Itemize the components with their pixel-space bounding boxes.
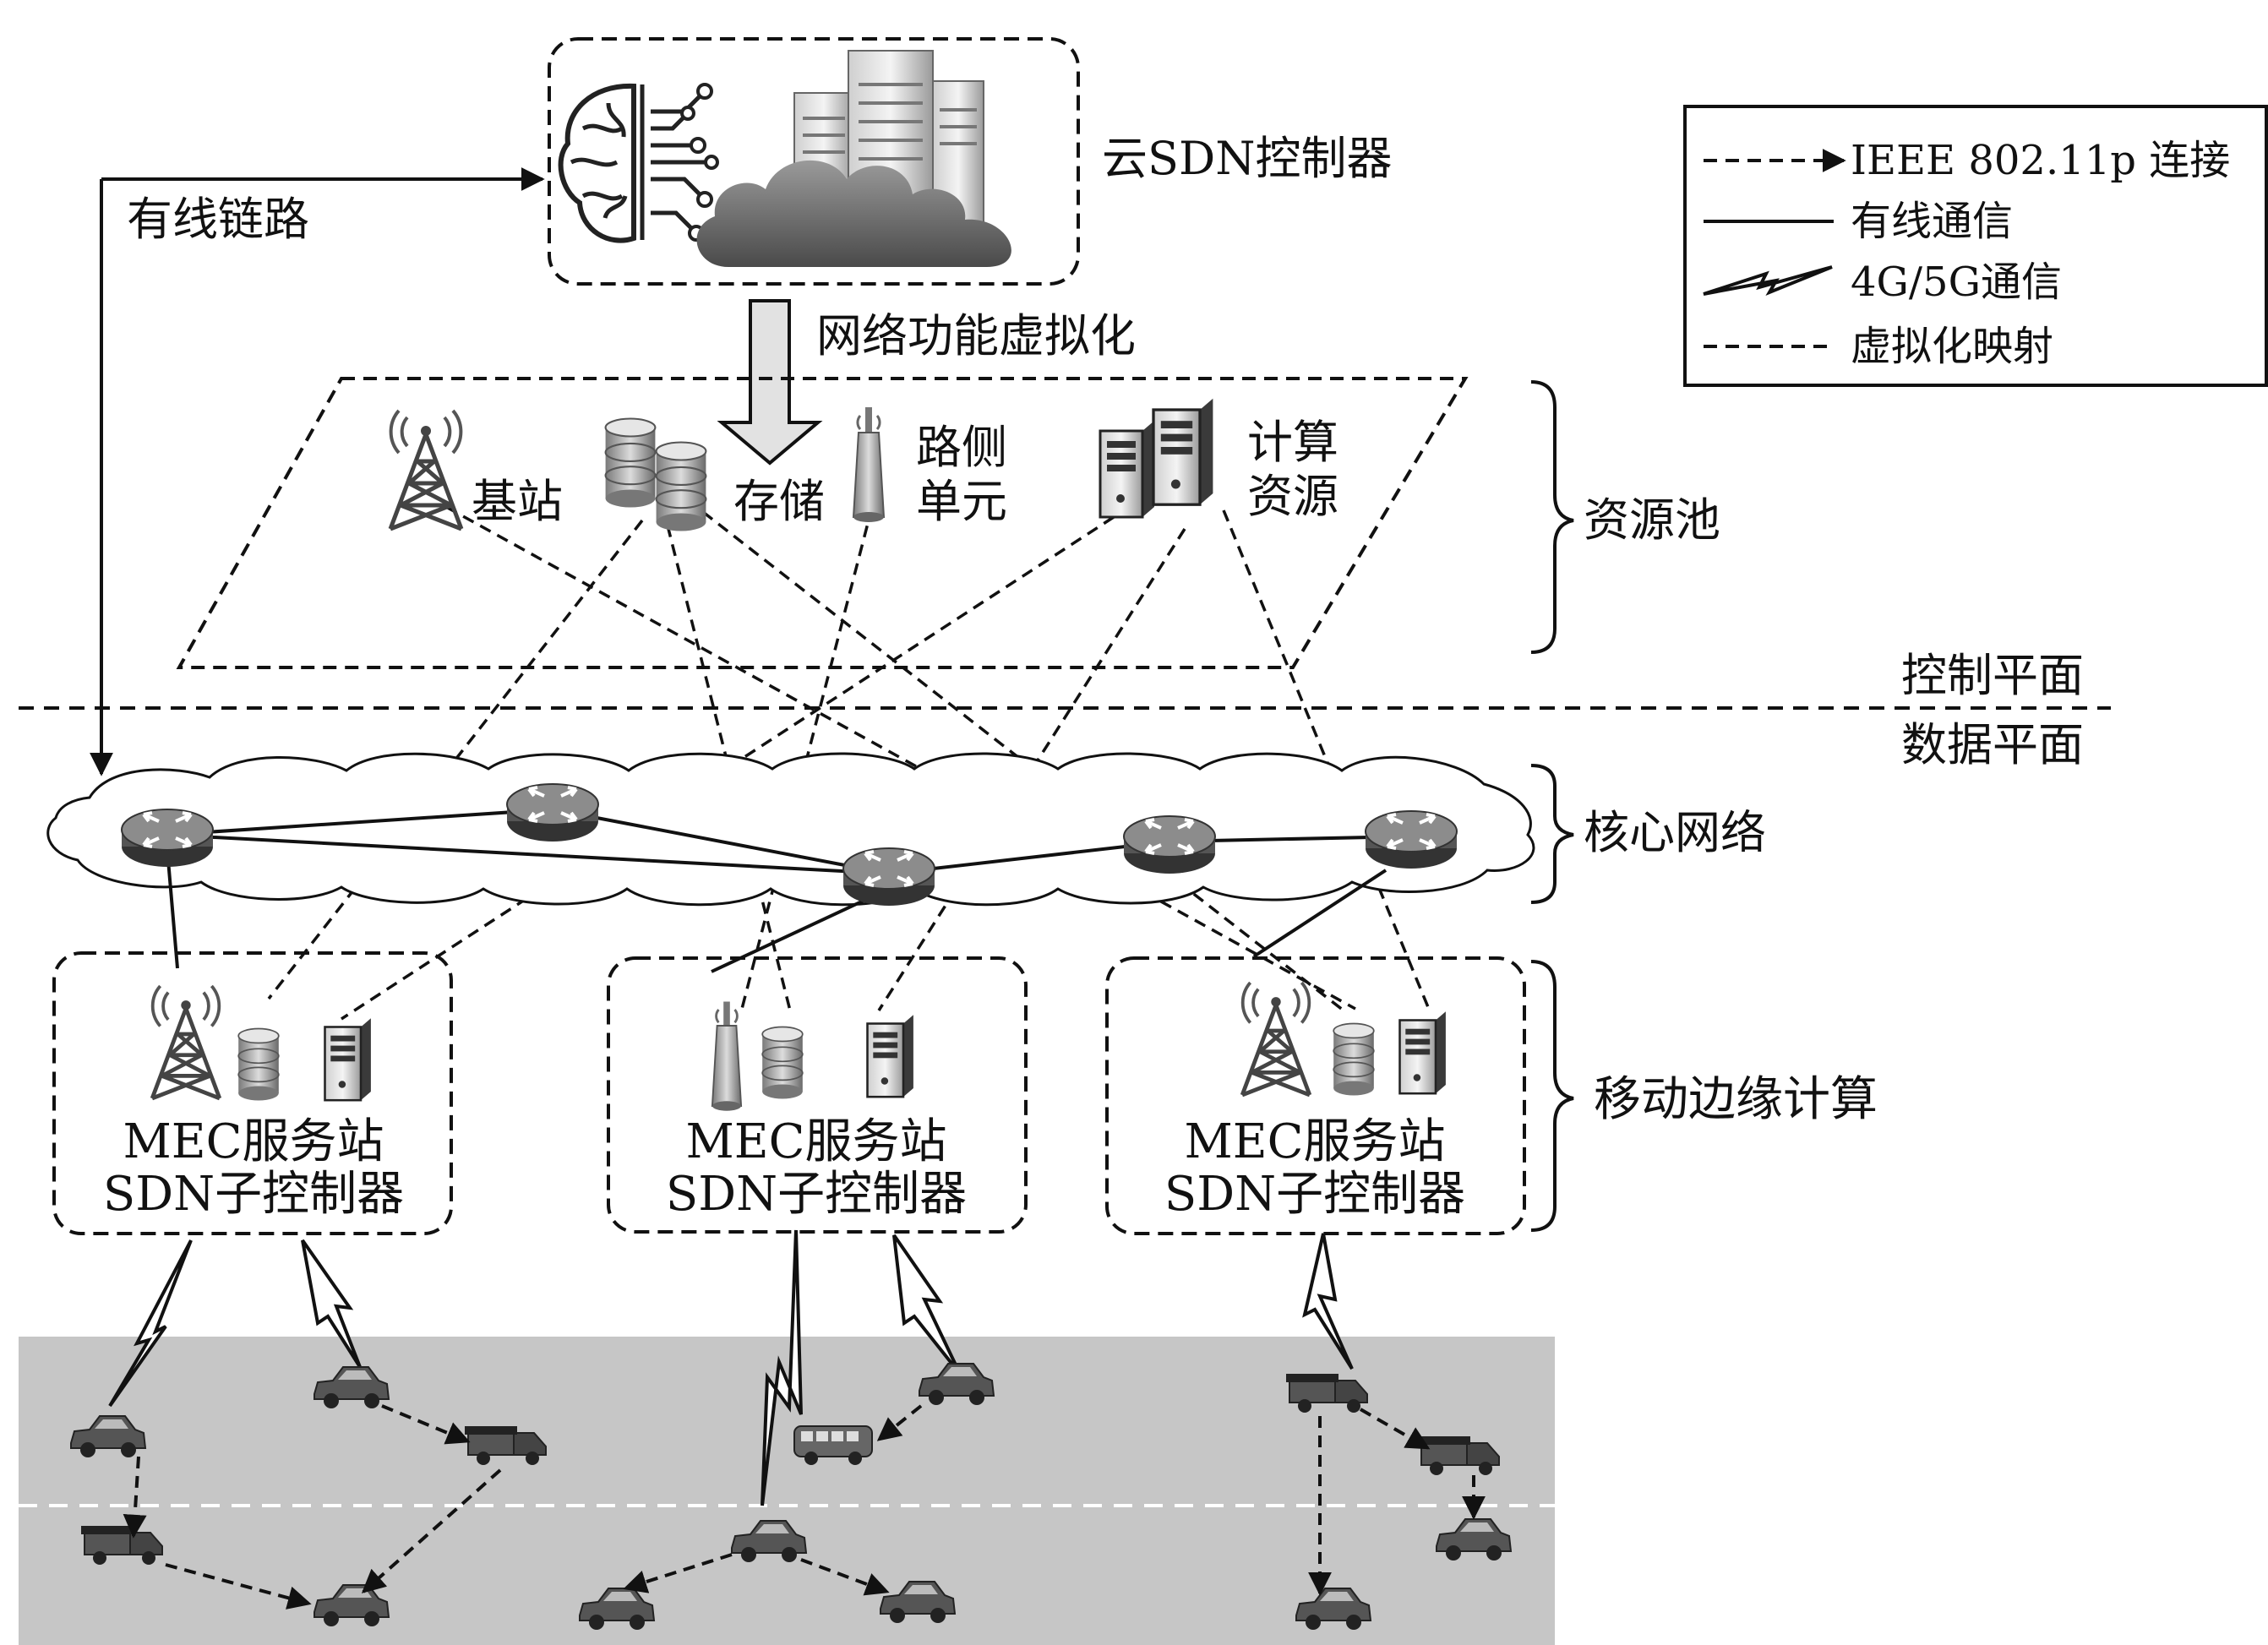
resource-pool-frame <box>176 377 1469 669</box>
ai-brain-icon <box>558 83 719 243</box>
pool-rsu-label-line1: 路侧 <box>916 421 1007 474</box>
resource-pool-label: 资源池 <box>1584 493 1720 547</box>
pool-compute-resource: 计算 资源 <box>1099 397 1338 523</box>
cloud-sdn-controller: 云SDN控制器 <box>548 37 1393 286</box>
pool-compute-label-line2: 资源 <box>1247 470 1338 523</box>
lightning-icon <box>761 1229 803 1506</box>
control-plane-label: 控制平面 <box>1901 649 2084 702</box>
core-network-label: 核心网络 <box>1584 806 1766 859</box>
legend-label-80211p: IEEE 802.11p 连接 <box>1851 137 2230 184</box>
core-router-5 <box>1364 809 1458 870</box>
mec-station-1-line1: MEC服务站 <box>123 1114 384 1169</box>
legend: IEEE 802.11p 连接 有线通信 4G/5G通信 虚拟化映射 <box>1683 105 2268 387</box>
pool-rsu-label-line2: 单元 <box>916 475 1007 528</box>
core-router-4 <box>1122 814 1217 875</box>
legend-label-wired: 有线通信 <box>1851 198 2013 245</box>
mec-station-3-line2: SDN子控制器 <box>1164 1167 1465 1222</box>
core-router-1 <box>120 808 215 869</box>
nfv-label: 网络功能虚拟化 <box>816 309 1136 362</box>
mec-label: 移动边缘计算 <box>1594 1072 1878 1127</box>
wired-link-label: 有线链路 <box>127 193 309 246</box>
core-router-2 <box>505 782 600 843</box>
mec-station-3-frame <box>1105 956 1526 1235</box>
mec-station-2-line1: MEC服务站 <box>685 1114 946 1169</box>
cloud-controller-label: 云SDN控制器 <box>1102 132 1393 185</box>
pool-compute-label-line1: 计算 <box>1247 416 1338 469</box>
legend-label-mapping: 虚拟化映射 <box>1851 323 2053 370</box>
core-network-brace <box>1530 764 1574 904</box>
pool-storage-label: 存储 <box>733 475 825 528</box>
mec-station-3: MEC服务站 SDN子控制器 <box>1105 956 1526 1235</box>
mec-station-1-frame <box>52 951 453 1235</box>
mec-brace <box>1530 960 1574 1232</box>
legend-box <box>1683 105 2268 387</box>
pool-base-station-label: 基站 <box>472 475 563 528</box>
nfv-arrow <box>717 299 823 466</box>
cellular-links <box>108 1229 1354 1506</box>
pool-base-station: 基站 <box>390 411 563 529</box>
mec-station-2-frame <box>607 956 1028 1234</box>
mec-station-1-line2: SDN子控制器 <box>103 1167 404 1222</box>
v2v-links <box>123 1404 1486 1610</box>
mec-station-2-line2: SDN子控制器 <box>666 1167 967 1222</box>
resource-pool-brace <box>1530 380 1574 654</box>
mec-station-2: MEC服务站 SDN子控制器 <box>607 956 1028 1234</box>
pool-roadside-unit: 路侧 单元 <box>852 406 1007 528</box>
cloud-controller-frame <box>548 37 1080 286</box>
mec-station-3-line1: MEC服务站 <box>1184 1114 1445 1169</box>
lightning-icon <box>1302 1233 1354 1370</box>
cloud-icon <box>696 160 1011 267</box>
legend-label-4g5g: 4G/5G通信 <box>1851 259 2062 306</box>
lightning-icon <box>108 1239 193 1408</box>
legend-symbol-lightning <box>1703 265 1833 297</box>
mec-station-1: MEC服务站 SDN子控制器 <box>52 951 453 1235</box>
pool-storage: 存储 <box>604 417 825 532</box>
core-router-3 <box>842 847 936 907</box>
data-plane-label: 数据平面 <box>1901 718 2084 771</box>
